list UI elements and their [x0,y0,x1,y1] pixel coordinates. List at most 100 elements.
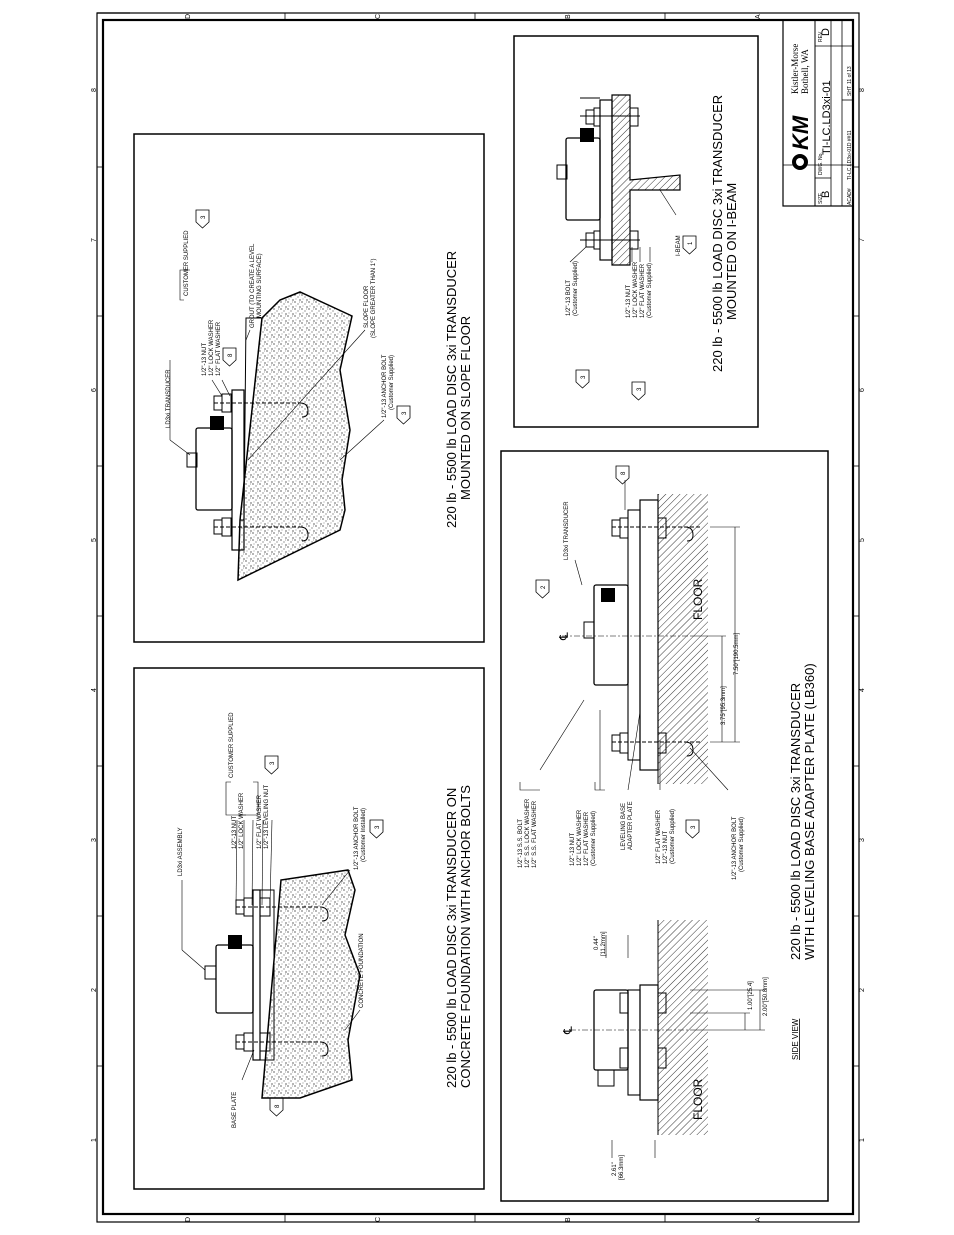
flag-8: 8 [222,347,237,367]
view-frame [133,667,485,1190]
label-bolt: 1/2"-13 BOLT [566,280,572,316]
leveling-base-plate [639,499,659,771]
label-anchor-bolt: 1/2"-13 ANCHOR BOLT [732,816,738,880]
dim-200: 2.00"[50.8mm] [763,977,769,1016]
flag-3-customer: 3 [195,209,210,229]
label-lock-washer: 1/2" LOCK WASHER [633,261,639,318]
flag-3-bolt: 3 [575,369,590,389]
label-lock-washer: 1/2" LOCK WASHER [209,319,215,376]
label-ss-flat-washer: 1/2" S.S. FLAT WASHER [532,800,538,868]
centerline-lower: ℄ [561,1026,575,1035]
svg-text:1: 1 [688,241,694,245]
floor-hatch-lower [658,920,708,1135]
acad-file: TI-LC.LD3xi-01D ##11 [847,130,853,180]
acad-label: ACAD# [847,188,853,205]
label-flat-washer: 1/2" FLAT WASHER [257,794,263,849]
concrete-foundation [261,869,361,1099]
label-nut: 1/2"-13 NUT [202,343,208,376]
svg-text:3: 3 [270,761,276,765]
zone-6-left: 6 [91,388,98,392]
rev-label: REV. [818,31,824,42]
flag-1: 1 [682,235,697,255]
floor-label-lower: FLOOR [691,1078,705,1120]
label-lock-washer: 1/2" LOCK WASHER [577,809,583,866]
label-leveling-nut: 1/2"-13 LEVELING NUT [264,785,270,849]
transducer-body [195,427,233,511]
label-grout-2: MOUNTING SURFACE) [257,253,263,318]
dim-044: 0.44" [594,936,600,950]
svg-text:8: 8 [228,353,234,357]
zone-8-right: 8 [859,88,866,92]
view-title-line2: CONCRETE FOUNDATION WITH ANCHOR BOLTS [458,785,473,1088]
label-customer-supplied-3: (Customer Supplied) [739,817,745,872]
svg-text:3: 3 [402,411,408,415]
label-adapter-plate: ADAPTER PLATE [628,801,634,850]
label-nut: 1/2"-13 NUT [232,816,238,849]
zone-C-top: C [375,14,382,19]
zone-5-right: 5 [859,538,866,542]
label-ibeam: I-BEAM [676,235,682,256]
size-label: SIZE [818,192,824,204]
label-concrete-foundation: CONCRETE FOUNDATION [359,933,365,1008]
label-flat-washer-2: 1/2" FLAT WASHER [656,809,662,864]
label-transducer: LD3xi TRANSDUCER [564,501,570,560]
sheet-label: SHT [847,86,853,96]
dim-750: 7.50"[190.5mm] [734,633,740,675]
label-slope-floor-2: (SLOPE GREATER THAN 1°) [371,258,377,338]
view-frame [500,450,829,1202]
company-location: Bothell, WA [800,49,810,94]
label-customer-supplied-2: (Customer Supplied) [670,809,676,864]
zone-A-bottom: A [755,1217,762,1222]
logo-text: KM [788,115,813,150]
label-grout-1: GROUT (TO CREATE A LEVEL [250,243,256,328]
flag-3: 3 [685,819,700,839]
title-block: KM Kistler-Morse Bothell, WA REV. D SIZE… [782,19,854,207]
transducer-body [565,137,601,221]
dim-261: 2.61" [612,1162,618,1176]
zone-D-top: D [185,14,192,19]
flag-3-anchor: 3 [369,819,384,839]
zone-1-right: 1 [859,1138,866,1142]
label-ss-bolt: 1/2"-13 S.S. BOLT [518,819,524,868]
zone-2-right: 2 [859,988,866,992]
zone-7-left: 7 [91,238,98,242]
label-customer-supplied: CUSTOMER SUPPLIED [229,712,235,778]
rev-value: D [820,28,832,36]
sheet-border [96,12,860,1223]
drawing-number: TI-LC.LD3xi-01 [821,80,833,155]
zone-4-right: 4 [859,688,866,692]
company-logo: KM [788,115,813,170]
label-nut: 1/2"-13 NUT [570,833,576,866]
zone-D-bottom: D [185,1217,192,1222]
label-transducer: LD3xi TRANSDUCER [166,369,172,428]
label-ss-lock-washer: 1/2" S.S. LOCK WASHER [525,798,531,868]
label-customer-supplied: (Customer Supplied) [591,811,597,866]
floor-label-upper: FLOOR [691,578,705,620]
slope-floor-concrete [237,291,353,582]
svg-text:3: 3 [201,215,207,219]
label-anchor-bolt: 1/2"-13 ANCHOR BOLT [354,806,360,870]
label-nut: 1/2"-13 NUT [626,285,632,318]
zone-3-left: 3 [91,838,98,842]
dim-261-mm: [66.3mm] [619,1155,625,1180]
view-i-beam: 1/2"-13 BOLT (Customer Supplied) 1/2"-13… [513,35,759,428]
view-slope-floor: LD3xi TRANSDUCER 1/2"-13 NUT 1/2" LOCK W… [133,133,485,643]
svg-text:8: 8 [621,471,627,475]
view-title-line1: 220 lb - 5500 lb LOAD DISC 3xi TRANSDUCE… [710,95,725,372]
zone-labels: 8 7 6 5 4 3 2 1 8 7 6 5 4 3 2 1 D C B A … [91,14,866,1222]
flag-3-anchor: 3 [396,405,411,425]
svg-text:2: 2 [541,585,547,589]
centerline-upper: ℄ [557,632,571,641]
label-customer-supplied: CUSTOMER SUPPLIED [184,230,190,296]
company-name: Kistler-Morse [790,44,800,94]
connector [228,935,242,949]
zone-B-bottom: B [565,1217,572,1222]
zone-4-left: 4 [91,688,98,692]
view-frame [513,35,759,428]
zone-C-bottom: C [375,1217,382,1222]
transducer-body [215,944,254,1014]
flag-2: 2 [535,579,550,599]
zone-3-right: 3 [859,838,866,842]
label-hw-note: (Customer Supplied) [647,263,653,318]
label-ld3xi-assembly: LD3xi ASSEMBLY [178,827,184,876]
